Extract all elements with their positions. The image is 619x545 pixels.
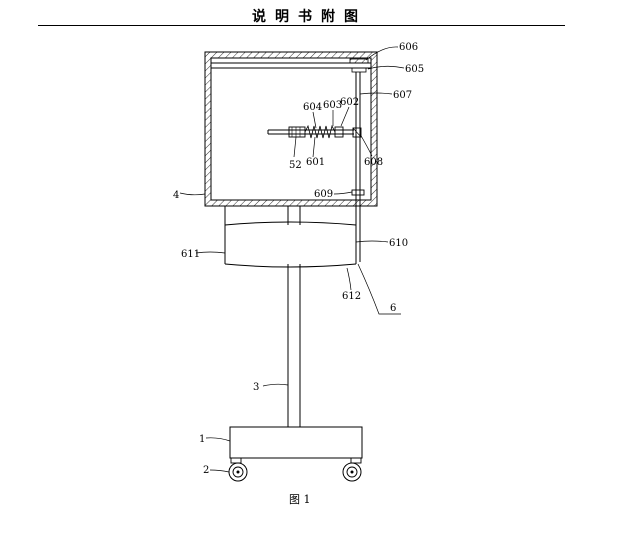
label-606: 606	[399, 42, 418, 53]
label-3: 3	[253, 382, 259, 393]
label-604: 604	[303, 102, 322, 113]
label-6: 6	[390, 303, 396, 314]
label-601: 601	[306, 157, 325, 168]
support-pole	[287, 264, 301, 427]
shade-panel	[224, 221, 357, 268]
top-rail	[211, 58, 371, 73]
label-52: 52	[289, 160, 302, 171]
label-602: 602	[340, 97, 359, 108]
label-609: 609	[314, 189, 333, 200]
label-612: 612	[342, 291, 361, 302]
box-housing	[204, 51, 378, 207]
label-4: 4	[173, 190, 179, 201]
label-608: 608	[364, 157, 383, 168]
leader-lines	[179, 46, 405, 473]
label-611: 611	[181, 249, 200, 260]
header-divider	[38, 25, 565, 26]
figure-caption: 图 1	[289, 493, 311, 506]
label-1: 1	[199, 434, 205, 445]
label-603: 603	[323, 100, 342, 111]
label-605: 605	[405, 64, 424, 75]
label-607: 607	[393, 90, 412, 101]
spring-arm-assembly	[267, 124, 362, 139]
clamp-609	[351, 189, 365, 196]
wheel-left	[228, 457, 248, 482]
base	[229, 426, 363, 459]
wheel-right	[342, 457, 362, 482]
label-610: 610	[389, 238, 408, 249]
label-2: 2	[203, 465, 209, 476]
page-header-title: 说明书附图	[252, 9, 367, 25]
